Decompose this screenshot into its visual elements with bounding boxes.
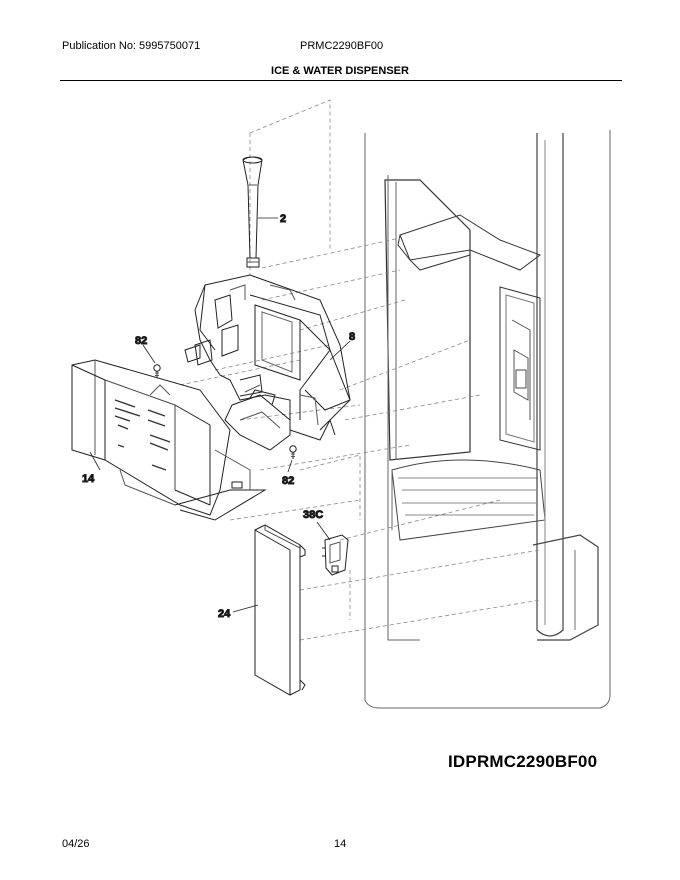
- page-number: 14: [334, 838, 347, 850]
- part-8-housing: [184, 274, 351, 441]
- callout-82-upper: 82: [135, 335, 147, 347]
- callout-14: 14: [82, 473, 95, 485]
- part-82-screw-lower: [289, 445, 297, 459]
- part-14-control-panel: [71, 359, 267, 521]
- leader-lines: [89, 217, 351, 613]
- callout-2: 2: [280, 213, 286, 225]
- door-outline: [364, 130, 611, 709]
- door-handle: [532, 133, 599, 641]
- callout-8: 8: [349, 331, 355, 343]
- page-title: ICE & WATER DISPENSER: [271, 65, 409, 77]
- dispenser-cavity: [499, 286, 541, 451]
- ice-chute-opening: [397, 214, 542, 271]
- publication-number: Publication No: 5995750071: [62, 40, 201, 52]
- model-number: PRMC2290BF00: [300, 40, 384, 52]
- diagram-id: IDPRMC2290BF00: [448, 752, 598, 771]
- callout-38c: 38C: [303, 509, 323, 521]
- footer-date: 04/26: [62, 838, 90, 850]
- callout-82-lower: 82: [282, 475, 294, 487]
- part-8-lower-bracket: [224, 384, 291, 451]
- part-2-chute: [242, 156, 263, 268]
- header-rule: [60, 80, 622, 81]
- callout-24: 24: [218, 608, 231, 620]
- alignment-lines: [179, 99, 541, 641]
- part-24-cover: [254, 524, 306, 696]
- part-38c-switch: [322, 534, 349, 576]
- part-82-screw-upper: [153, 364, 161, 378]
